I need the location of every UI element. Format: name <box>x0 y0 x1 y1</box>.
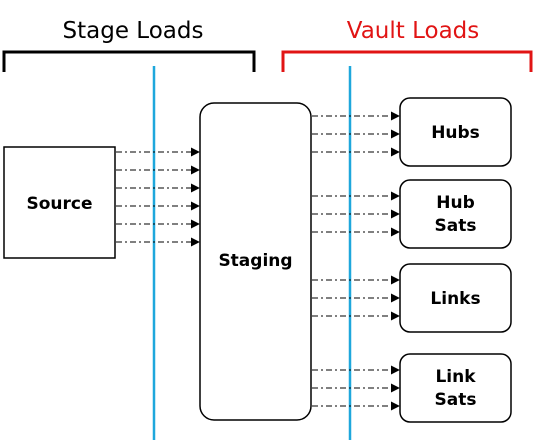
source-box <box>3 146 116 259</box>
flow-connectors <box>116 111 400 411</box>
vault-loads-bracket <box>281 50 533 72</box>
hubs-label: Hubs <box>431 123 480 143</box>
link-sats-box <box>399 353 512 423</box>
hubs-box <box>399 97 512 167</box>
hub-sats-label-line2: Sats <box>435 216 477 236</box>
staging-label: Staging <box>218 251 292 271</box>
links-label: Links <box>430 289 480 309</box>
link-sats-label-line2: Sats <box>435 390 477 410</box>
vault-loads-heading: Vault Loads <box>347 18 480 44</box>
link-sats-label-line1: Link <box>435 367 476 387</box>
stage-loads-heading: Stage Loads <box>63 18 204 44</box>
hub-sats-label-line1: Hub <box>436 193 475 213</box>
hub-sats-box <box>399 179 512 249</box>
staging-box <box>199 102 312 421</box>
links-box <box>399 263 512 333</box>
source-label: Source <box>26 194 92 214</box>
stage-loads-bracket <box>2 50 256 72</box>
